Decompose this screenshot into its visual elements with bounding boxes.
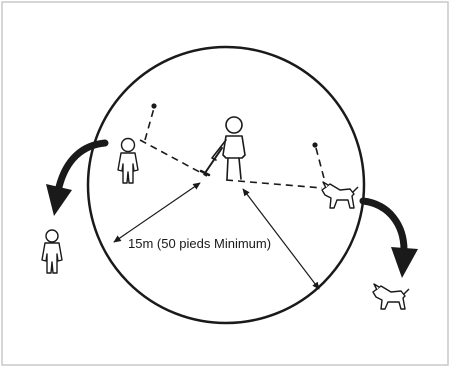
child-icon xyxy=(117,137,139,184)
person-with-trimmer-icon xyxy=(199,116,246,180)
distance-label: 15m (50 pieds Minimum) xyxy=(128,236,271,251)
debris-trajectory-lines xyxy=(139,107,326,189)
flying-debris-icon xyxy=(151,103,157,109)
curved-arrow-icon xyxy=(46,139,109,216)
flying-debris-icon xyxy=(312,142,318,148)
child-icon xyxy=(41,229,63,274)
curved-arrow-icon xyxy=(359,197,418,278)
safety-zone-circle xyxy=(86,45,366,325)
dog-icon xyxy=(321,181,359,209)
dog-icon xyxy=(372,283,410,310)
distance-arrows xyxy=(113,182,320,290)
